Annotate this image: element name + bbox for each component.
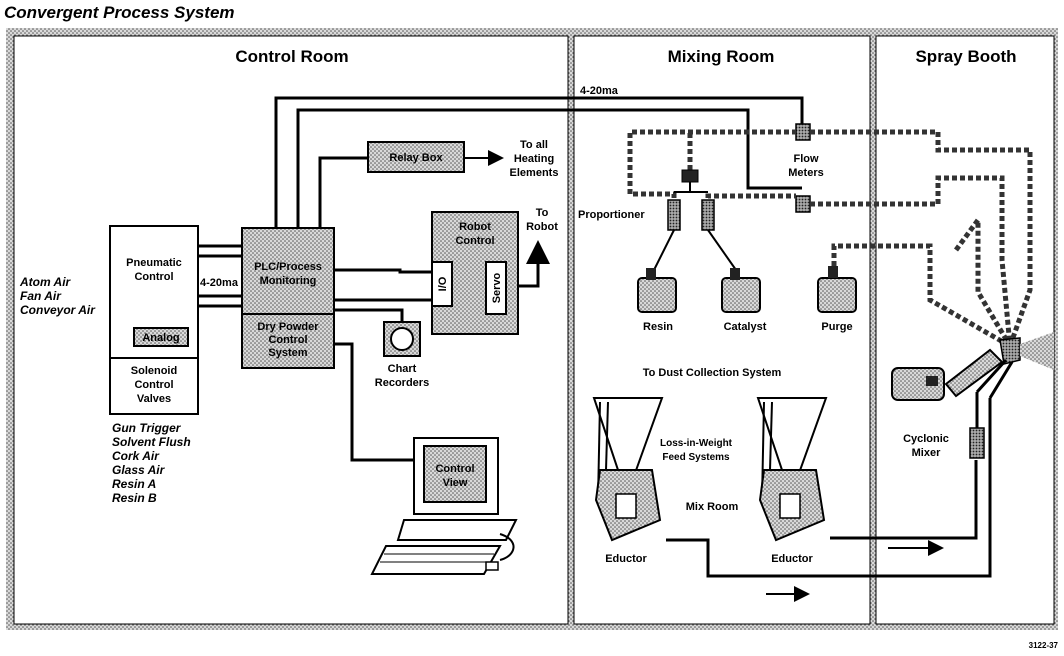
conveyor-line-right bbox=[830, 460, 978, 540]
spray-booth-heading: Spray Booth bbox=[915, 47, 1016, 66]
input-fan-air: Fan Air bbox=[20, 289, 62, 303]
drypowder-label-1: Dry Powder bbox=[257, 321, 319, 333]
solenoid-label-2: Control bbox=[134, 379, 173, 391]
relay-box-label: Relay Box bbox=[389, 152, 443, 164]
controlview-label-2: View bbox=[443, 477, 468, 489]
cyclonic-mixer bbox=[969, 358, 1014, 460]
input-atom-air: Atom Air bbox=[19, 275, 72, 289]
purge-label: Purge bbox=[821, 321, 852, 333]
catalyst-tank bbox=[721, 268, 761, 313]
wire-plc-to-chart bbox=[334, 308, 404, 322]
drypowder-label-3: System bbox=[268, 347, 307, 359]
eductor-left-label: Eductor bbox=[605, 553, 647, 565]
solenoid-label-3: Valves bbox=[137, 393, 171, 405]
pneumatic-label-2: Control bbox=[134, 271, 173, 283]
input-conveyor-air: Conveyor Air bbox=[20, 303, 96, 317]
wire-plc-to-flowmeter-top bbox=[274, 96, 804, 228]
wire-plc-to-robot bbox=[334, 268, 432, 274]
wire-servo-to-robot bbox=[518, 240, 550, 288]
drypowder-label-2: Control bbox=[268, 334, 307, 346]
heating-label-2: Heating bbox=[514, 153, 554, 165]
proportioner-label: Proportioner bbox=[578, 209, 645, 221]
resin-tank bbox=[637, 268, 677, 313]
servo-label: Servo bbox=[491, 272, 503, 303]
eductor-right-label: Eductor bbox=[771, 553, 813, 565]
pneumatic-control-block bbox=[109, 225, 199, 415]
output-resin-a: Resin A bbox=[112, 477, 156, 491]
chart-label-2: Recorders bbox=[375, 377, 429, 389]
solenoid-label-1: Solenoid bbox=[131, 365, 177, 377]
robot-label-1: Robot bbox=[459, 221, 491, 233]
mixing-room-heading: Mixing Room bbox=[668, 47, 775, 66]
plc-label-2: Monitoring bbox=[260, 275, 317, 287]
io-module bbox=[431, 261, 453, 307]
flow-meter-top bbox=[795, 123, 811, 141]
output-resin-b: Resin B bbox=[112, 491, 157, 505]
plc-label-1: PLC/Process bbox=[254, 261, 322, 273]
mix-room-label: Mix Room bbox=[686, 501, 739, 513]
resin-label: Resin bbox=[643, 321, 673, 333]
spray-feed-line bbox=[953, 212, 1013, 348]
proportioner-unit bbox=[653, 169, 737, 271]
robot-dest-label-1: To bbox=[536, 207, 549, 219]
wire-plc-to-flowmeter-bottom bbox=[296, 108, 802, 228]
chart-recorder-dial bbox=[390, 327, 414, 351]
feeder-right bbox=[756, 397, 828, 542]
controlview-label-1: Control bbox=[435, 463, 474, 475]
output-glass-air: Glass Air bbox=[112, 463, 166, 477]
wire-plc-to-computer bbox=[334, 342, 420, 462]
flow-meters-label-2: Meters bbox=[788, 167, 823, 179]
liw-label-1: Loss-in-Weight bbox=[660, 438, 733, 449]
meter-bottom-out bbox=[810, 175, 1013, 347]
valve-outputs-list: Gun Trigger Solvent Flush Cork Air Glass… bbox=[112, 421, 191, 505]
purge-line bbox=[831, 243, 1012, 349]
liw-label-2: Feed Systems bbox=[662, 452, 730, 463]
spray-robot bbox=[891, 332, 1054, 401]
control-room-heading: Control Room bbox=[235, 47, 348, 66]
air-inputs-list: Atom Air Fan Air Conveyor Air bbox=[19, 275, 96, 317]
pneumatic-label-1: Pneumatic bbox=[126, 257, 182, 269]
output-solvent-flush: Solvent Flush bbox=[112, 435, 191, 449]
cyclonic-label-1: Cyclonic bbox=[903, 433, 949, 445]
control-view-computer bbox=[370, 437, 518, 575]
flow-meter-bottom bbox=[795, 195, 811, 213]
io-label: I/O bbox=[437, 276, 449, 291]
spray-booth-panel bbox=[875, 35, 1055, 625]
relay-box bbox=[367, 141, 465, 173]
dry-powder-control-block bbox=[241, 313, 335, 369]
conveyor-line-left bbox=[666, 460, 992, 578]
analog-label: Analog bbox=[142, 332, 179, 344]
output-gun-trigger: Gun Trigger bbox=[112, 421, 182, 435]
servo-module bbox=[485, 261, 507, 315]
signal-4-20ma-top: 4-20ma bbox=[580, 85, 619, 97]
output-cork-air: Cork Air bbox=[112, 449, 160, 463]
analog-module bbox=[133, 327, 189, 347]
plc-process-monitoring-block bbox=[241, 227, 335, 315]
signal-4-20ma-left: 4-20ma bbox=[200, 277, 239, 289]
diagram-title: Convergent Process System bbox=[4, 3, 235, 22]
robot-label-2: Control bbox=[455, 235, 494, 247]
heating-label-1: To all bbox=[520, 139, 548, 151]
flow-meters-label-1: Flow bbox=[793, 153, 818, 165]
meter-top-out bbox=[810, 129, 1033, 347]
figure-id: 3122-37 bbox=[1029, 641, 1059, 650]
wire-plc-to-relay bbox=[318, 156, 368, 228]
robot-dest-label-2: Robot bbox=[526, 221, 558, 233]
feeder-left bbox=[592, 397, 664, 542]
heating-label-3: Elements bbox=[510, 167, 559, 179]
purge-tank bbox=[817, 266, 857, 313]
resin-line bbox=[627, 129, 796, 206]
cyclonic-label-2: Mixer bbox=[912, 447, 941, 459]
chart-label-1: Chart bbox=[388, 363, 417, 375]
dust-collection-label: To Dust Collection System bbox=[643, 367, 782, 379]
catalyst-label: Catalyst bbox=[724, 321, 767, 333]
